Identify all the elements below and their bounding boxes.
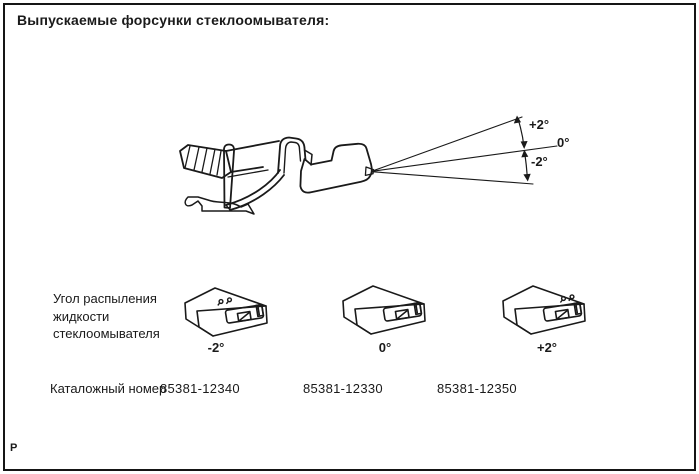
nozzle-box-plus2 bbox=[502, 285, 586, 335]
spring-arm bbox=[225, 169, 285, 211]
callout-minus-2deg: -2° bbox=[531, 154, 548, 169]
nozzle-head bbox=[299, 142, 375, 194]
part-number-plus2: 85381-12350 bbox=[437, 381, 517, 396]
arch-clip bbox=[277, 136, 313, 174]
page-corner-mark: P bbox=[10, 442, 18, 454]
washer-nozzle-drawing bbox=[179, 136, 375, 215]
part-number-minus2: 85381-12340 bbox=[160, 381, 240, 396]
variant-angle-minus2: -2° bbox=[207, 340, 225, 355]
page-title: Выпускаемые форсунки стеклоомывателя: bbox=[17, 12, 330, 28]
spray-angle-row-label-line1: Угол распыления bbox=[53, 291, 157, 306]
nozzle-box-zero bbox=[342, 285, 426, 335]
variant-angle-plus2: +2° bbox=[536, 340, 558, 355]
angle-dimension-arc bbox=[513, 115, 531, 182]
spray-angle-row-label-line3: стеклоомывателя bbox=[53, 326, 160, 341]
callout-plus-2deg: +2° bbox=[529, 117, 550, 132]
spray-angle-row-label-line2: жидкости bbox=[53, 308, 110, 324]
callout-0deg: 0° bbox=[557, 135, 570, 150]
variant-angle-zero: 0° bbox=[378, 340, 392, 355]
nozzle-box-minus2 bbox=[184, 287, 268, 337]
catalog-row-label: Каталожный номер bbox=[50, 381, 167, 396]
paint-marks-right bbox=[559, 294, 575, 303]
mounting-clip-leg bbox=[184, 143, 255, 215]
paint-marks-left bbox=[217, 297, 233, 306]
part-number-zero: 85381-12330 bbox=[303, 381, 383, 396]
spray-angle-row-label: Угол распыления жидкости стеклоомывателя bbox=[53, 290, 193, 343]
spray-angle-fan bbox=[372, 116, 558, 185]
